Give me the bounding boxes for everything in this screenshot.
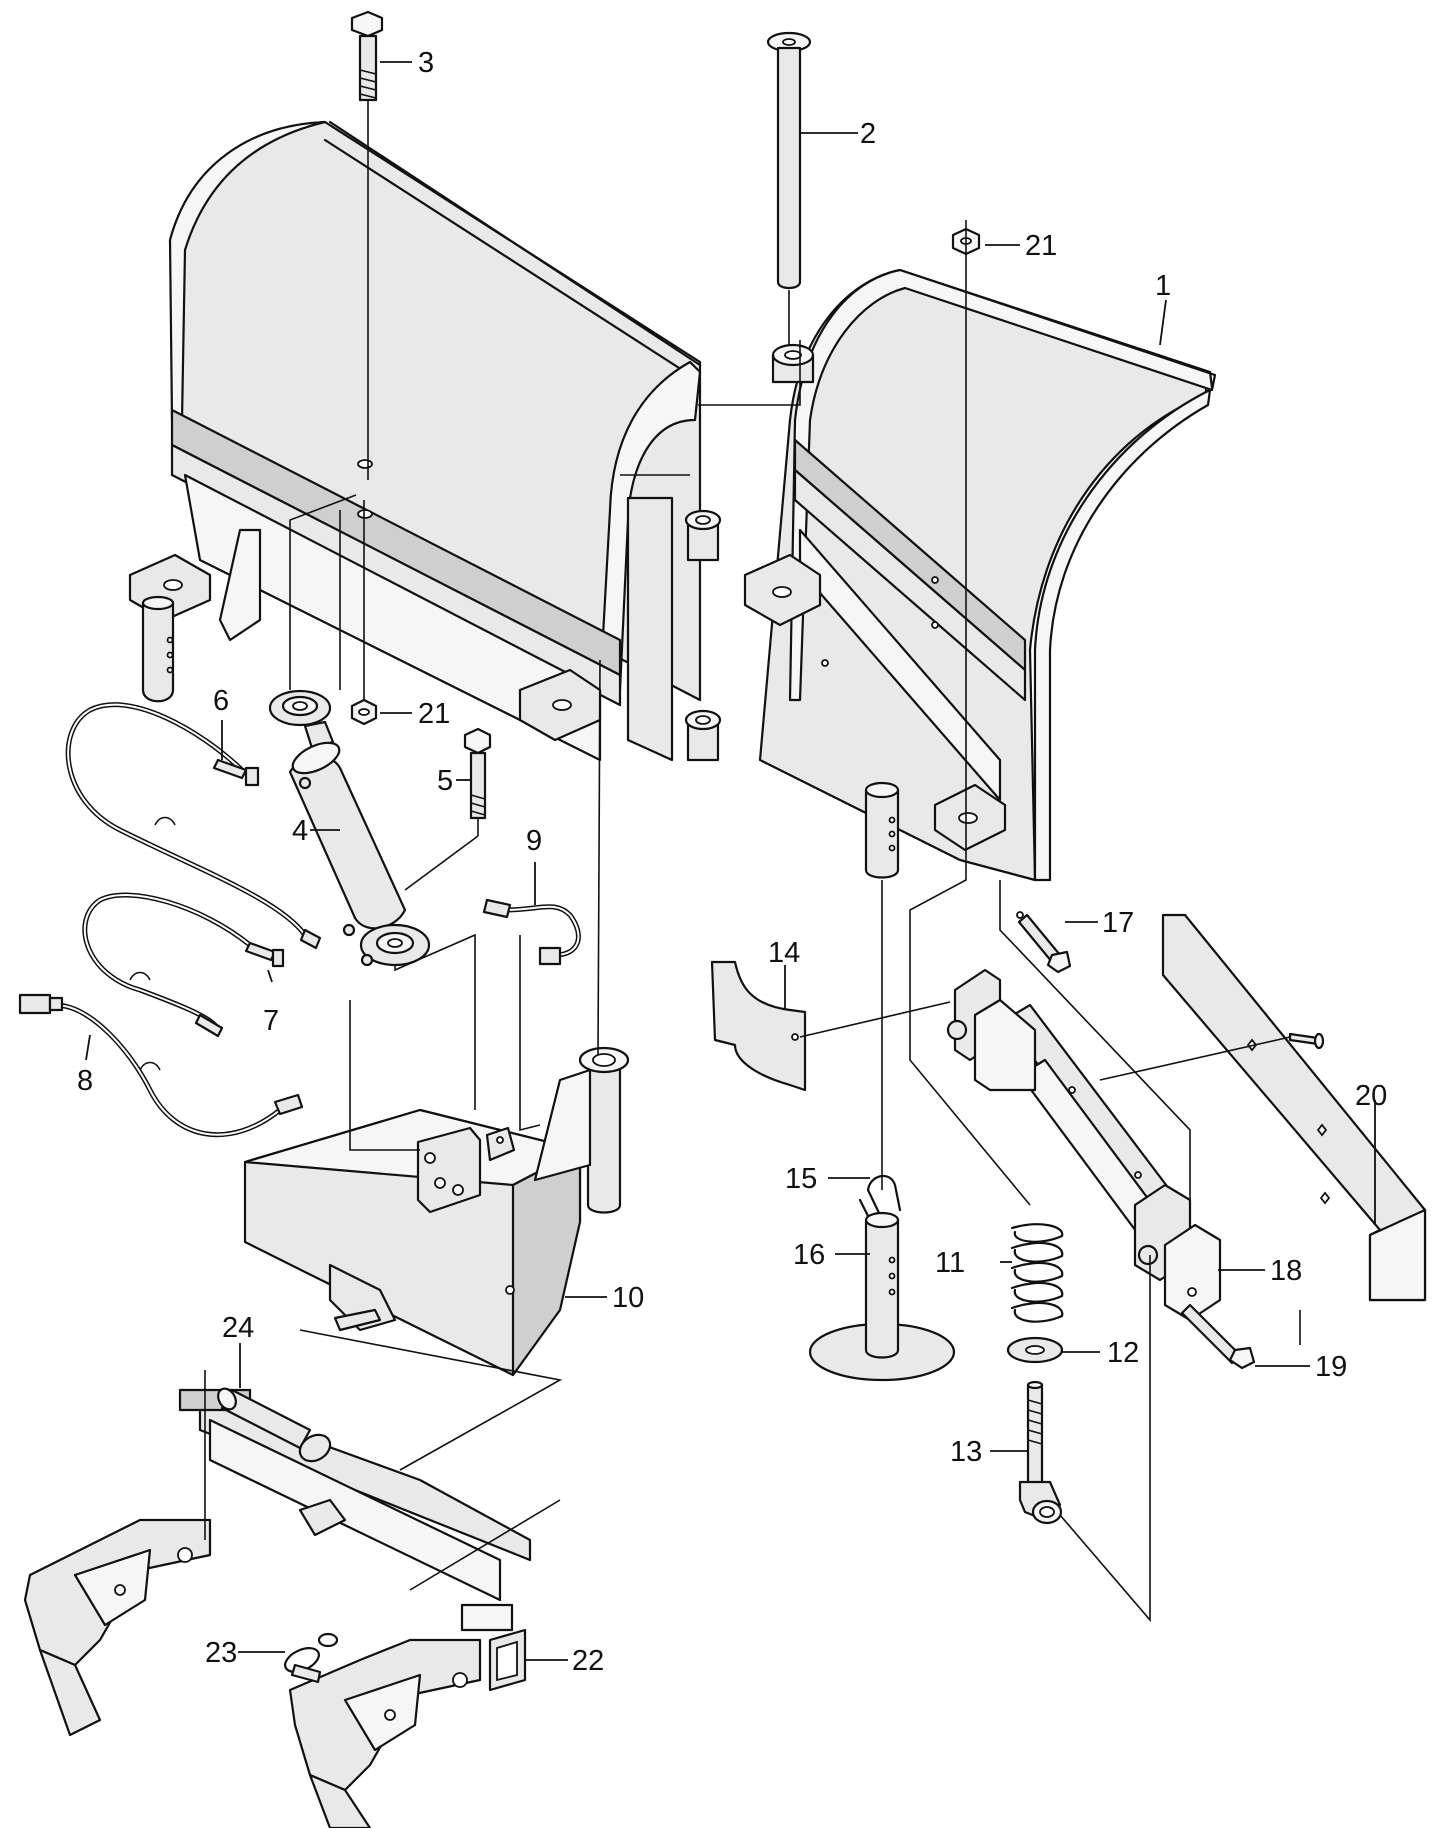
callout-16: 16 [793, 1239, 825, 1271]
callout-8: 8 [77, 1065, 93, 1097]
callout-20: 20 [1355, 1080, 1387, 1112]
wear-strip [1161, 913, 1427, 1302]
callout-3: 3 [418, 47, 434, 79]
callout-17: 17 [1102, 907, 1134, 939]
spring-eyebolt [1018, 1380, 1063, 1525]
hydraulic-hose-long [65, 702, 322, 950]
callout-10: 10 [612, 1282, 644, 1314]
callout-5: 5 [437, 765, 453, 797]
bolt-trip-arm [1180, 1303, 1256, 1370]
bolt-blade-lower [1017, 913, 1072, 974]
callout-19: 19 [1315, 1351, 1347, 1383]
hydraulic-hose-short [18, 993, 304, 1138]
right-plow-blade [743, 268, 1217, 919]
trip-bracket [710, 960, 951, 1092]
trip-spring [1010, 1223, 1064, 1323]
nut-cylinder [350, 500, 378, 726]
assembly-guide-lines [204, 340, 1301, 1623]
hitch-frame [23, 1388, 532, 1828]
callout-labels: 1 2 3 4 5 6 7 8 9 10 11 12 13 14 15 16 1… [77, 47, 1387, 1677]
bolt-blade-top [350, 10, 384, 480]
washer [1006, 1336, 1064, 1364]
hydraulic-cylinder [268, 689, 431, 967]
jack-stand-post [864, 781, 900, 1190]
callout-14: 14 [768, 937, 800, 969]
pivot-collar [771, 343, 815, 384]
callout-6: 6 [213, 685, 229, 717]
hydraulic-hose-medium [82, 892, 285, 1038]
callout-24: 24 [222, 1312, 254, 1344]
callout-leaders [85, 61, 1376, 1661]
bolt-cylinder [404, 727, 492, 891]
callout-18: 18 [1270, 1255, 1302, 1287]
callout-11: 11 [935, 1247, 965, 1279]
trip-arm [946, 968, 1222, 1322]
callout-2: 2 [860, 118, 876, 150]
callout-21-right: 21 [1025, 230, 1057, 262]
callout-9: 9 [526, 825, 542, 857]
carriage-bolt [1099, 1032, 1325, 1081]
callout-1: 1 [1155, 270, 1171, 302]
left-plow-blade [128, 120, 722, 762]
lynch-pin [284, 1632, 339, 1684]
hydraulic-hose-small [482, 898, 581, 966]
callout-23: 23 [205, 1637, 237, 1669]
jack-stand-foot [808, 1211, 956, 1382]
pivot-pin [766, 31, 812, 350]
callout-15: 15 [785, 1163, 817, 1195]
callout-13: 13 [950, 1436, 982, 1468]
callout-22: 22 [572, 1645, 604, 1677]
callout-12: 12 [1107, 1337, 1139, 1369]
nut-blade-right [951, 220, 981, 790]
hitch-pin [217, 1387, 332, 1463]
a-frame-valve-body [243, 1046, 630, 1377]
callout-7: 7 [263, 1005, 279, 1037]
callout-4: 4 [292, 815, 308, 847]
callout-21-left: 21 [418, 698, 450, 730]
